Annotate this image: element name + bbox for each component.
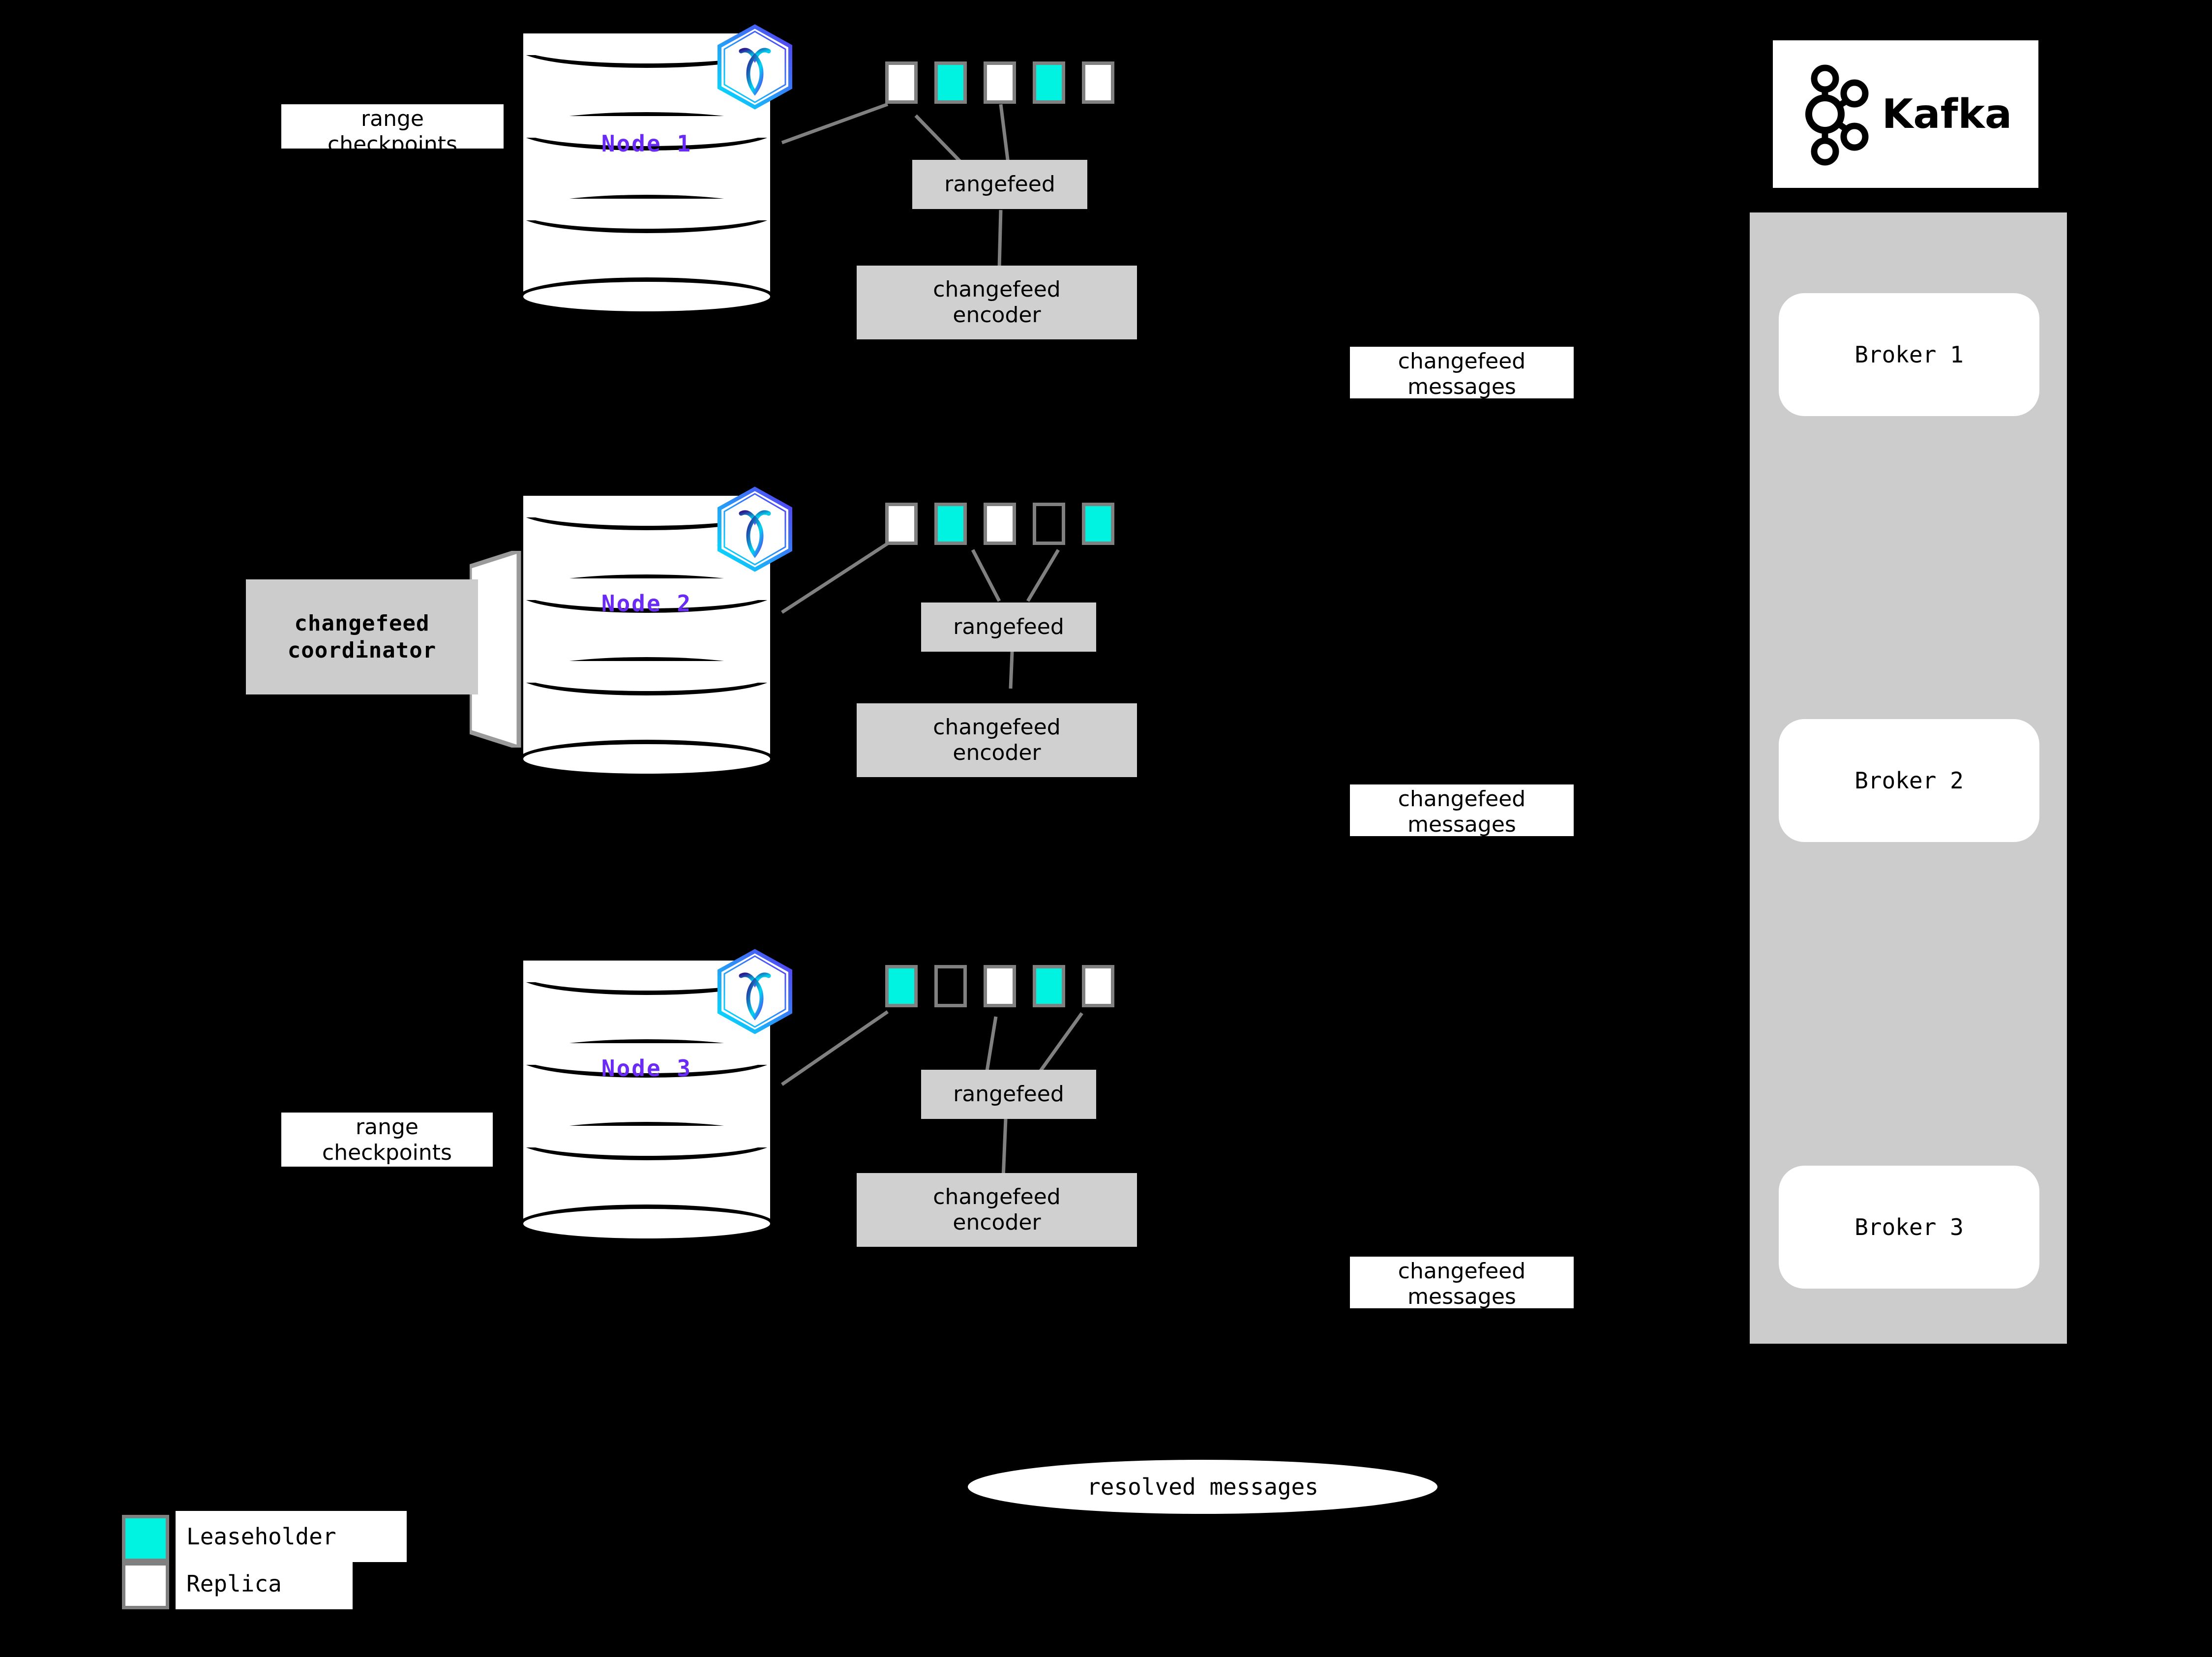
range-box-leaseholder[interactable] bbox=[1033, 61, 1065, 104]
cylinder-disk bbox=[519, 740, 775, 778]
legend-label-replica: Replica bbox=[176, 1558, 353, 1609]
range-checkpoints-label-3: range checkpoints bbox=[281, 1113, 493, 1167]
range-box-leaseholder[interactable] bbox=[1033, 965, 1065, 1007]
cockroachdb-logo-icon-3 bbox=[716, 948, 794, 1035]
legend-swatch-leaseholder bbox=[122, 1515, 169, 1562]
node-label-1: Node 1 bbox=[601, 130, 692, 157]
coordinator-line-2: coordinator bbox=[287, 638, 437, 663]
cylinder-band bbox=[523, 1126, 770, 1147]
range-box-replica[interactable] bbox=[984, 61, 1016, 104]
changefeed-coordinator-box[interactable]: changefeed coordinator bbox=[246, 579, 478, 694]
changefeed-encoder-box-2[interactable]: changefeed encoder bbox=[857, 703, 1137, 777]
range-box-replica[interactable] bbox=[984, 503, 1016, 545]
node-cylinder-3 bbox=[519, 957, 775, 1243]
changefeed-messages-label-3: changefeed messages bbox=[1350, 1257, 1574, 1309]
kafka-wordmark: Kafka bbox=[1882, 90, 2012, 138]
incoming-arrowhead bbox=[2057, 322, 2212, 355]
changefeed-encoder-box-1[interactable]: changefeed encoder bbox=[857, 266, 1137, 339]
kafka-nodes-icon bbox=[1805, 64, 1869, 166]
range-checkpoints-label-1: range checkpoints bbox=[281, 104, 504, 157]
cylinder-band bbox=[523, 578, 770, 600]
encoder-line-2: encoder bbox=[953, 740, 1041, 765]
range-box-replica[interactable] bbox=[984, 965, 1016, 1007]
resolved-messages-pill[interactable]: resolved messages bbox=[968, 1460, 1437, 1514]
range-box-replica[interactable] bbox=[885, 61, 918, 104]
range-box-replica[interactable] bbox=[885, 503, 918, 545]
changefeed-messages-label-2: changefeed messages bbox=[1350, 784, 1574, 837]
encoder-line-1: changefeed bbox=[933, 1184, 1061, 1210]
encoder-line-1: changefeed bbox=[933, 277, 1061, 302]
cylinder-disk bbox=[519, 277, 775, 316]
range-box-leaseholder[interactable] bbox=[1082, 503, 1114, 545]
cylinder-band bbox=[523, 1043, 770, 1065]
kafka-logo: Kafka bbox=[1773, 40, 2038, 188]
broker-1[interactable]: Broker 1 bbox=[1779, 293, 2039, 416]
range-box-leaseholder[interactable] bbox=[885, 965, 918, 1007]
rangefeed-box-1[interactable]: rangefeed bbox=[912, 160, 1087, 209]
range-box-leaseholder[interactable] bbox=[934, 503, 967, 545]
encoder-line-2: encoder bbox=[953, 302, 1041, 328]
cockroachdb-logo-icon-2 bbox=[716, 486, 794, 572]
coordinator-line-1: changefeed bbox=[294, 611, 430, 636]
rangefeed-box-2[interactable]: rangefeed bbox=[921, 603, 1096, 652]
encoder-line-1: changefeed bbox=[933, 715, 1061, 740]
cylinder-band bbox=[523, 661, 770, 683]
range-box-replica[interactable] bbox=[1082, 61, 1114, 104]
node-label-2: Node 2 bbox=[601, 590, 692, 617]
broker-2[interactable]: Broker 2 bbox=[1779, 719, 2039, 842]
legend-label-leaseholder: Leaseholder bbox=[176, 1511, 407, 1562]
range-box-replica[interactable] bbox=[1082, 965, 1114, 1007]
cylinder-disk bbox=[519, 1205, 775, 1243]
cylinder-band bbox=[523, 199, 770, 220]
changefeed-encoder-box-3[interactable]: changefeed encoder bbox=[857, 1173, 1137, 1247]
node-label-3: Node 3 bbox=[601, 1055, 692, 1082]
range-box-empty[interactable] bbox=[934, 965, 967, 1007]
changefeed-messages-label-1: changefeed messages bbox=[1350, 347, 1574, 399]
broker-3[interactable]: Broker 3 bbox=[1779, 1166, 2039, 1289]
cockroachdb-logo-icon-1 bbox=[716, 24, 794, 110]
rangefeed-box-3[interactable]: rangefeed bbox=[921, 1070, 1096, 1119]
range-box-empty[interactable] bbox=[1033, 503, 1065, 545]
encoder-line-2: encoder bbox=[953, 1210, 1041, 1235]
coordinator-pointer-icon bbox=[470, 551, 521, 748]
legend-swatch-replica bbox=[122, 1562, 169, 1609]
range-box-leaseholder[interactable] bbox=[934, 61, 967, 104]
cylinder-band bbox=[523, 116, 770, 138]
